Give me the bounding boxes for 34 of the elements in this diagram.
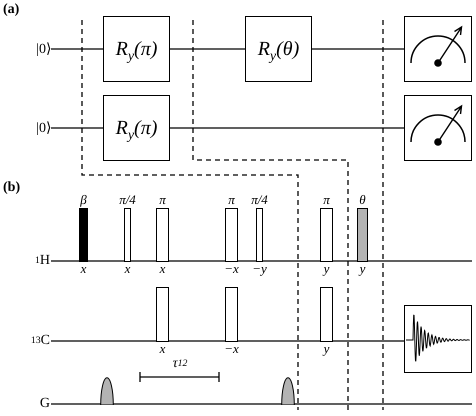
pulse-angle-label: π/4 — [119, 193, 136, 207]
state-label: |0⟩ — [20, 40, 51, 58]
gradient-pulse — [281, 377, 295, 405]
measurement-box — [404, 16, 472, 82]
phase-label: y — [324, 262, 330, 276]
phase-label: x — [124, 262, 130, 276]
pulse-angle-label: π/4 — [251, 193, 268, 207]
wire — [312, 48, 404, 50]
pulse-angle-label: π — [228, 193, 235, 207]
phase-label: x — [160, 262, 166, 276]
phase-label: x — [160, 342, 166, 356]
gate-box: R$_{y}$(π) — [103, 95, 170, 161]
gate-box: R$_{y}$(π) — [103, 16, 170, 82]
phase-label: y — [360, 262, 366, 276]
gate-box: R$_{y}$(θ) — [245, 16, 312, 82]
wire — [170, 48, 245, 50]
wire — [51, 48, 103, 50]
pulse-angle-label: θ — [359, 193, 366, 207]
wire — [51, 127, 103, 129]
phase-label: −x — [224, 342, 239, 356]
pulse-angle-label: β — [80, 193, 87, 207]
channel-label: G — [40, 396, 50, 412]
phase-label: −x — [224, 262, 239, 276]
phase-label: −y — [252, 262, 267, 276]
pulse-angle-label: π — [323, 193, 330, 207]
panel-label: (a) — [3, 2, 20, 18]
panel-label: (b) — [3, 180, 20, 196]
phase-label: y — [324, 342, 330, 356]
state-label: |0⟩ — [20, 119, 51, 137]
measurement-box — [404, 95, 472, 161]
phase-label: x — [80, 262, 86, 276]
gradient-pulse — [100, 377, 114, 405]
pulse-angle-label: π — [159, 193, 166, 207]
wire — [170, 127, 404, 129]
